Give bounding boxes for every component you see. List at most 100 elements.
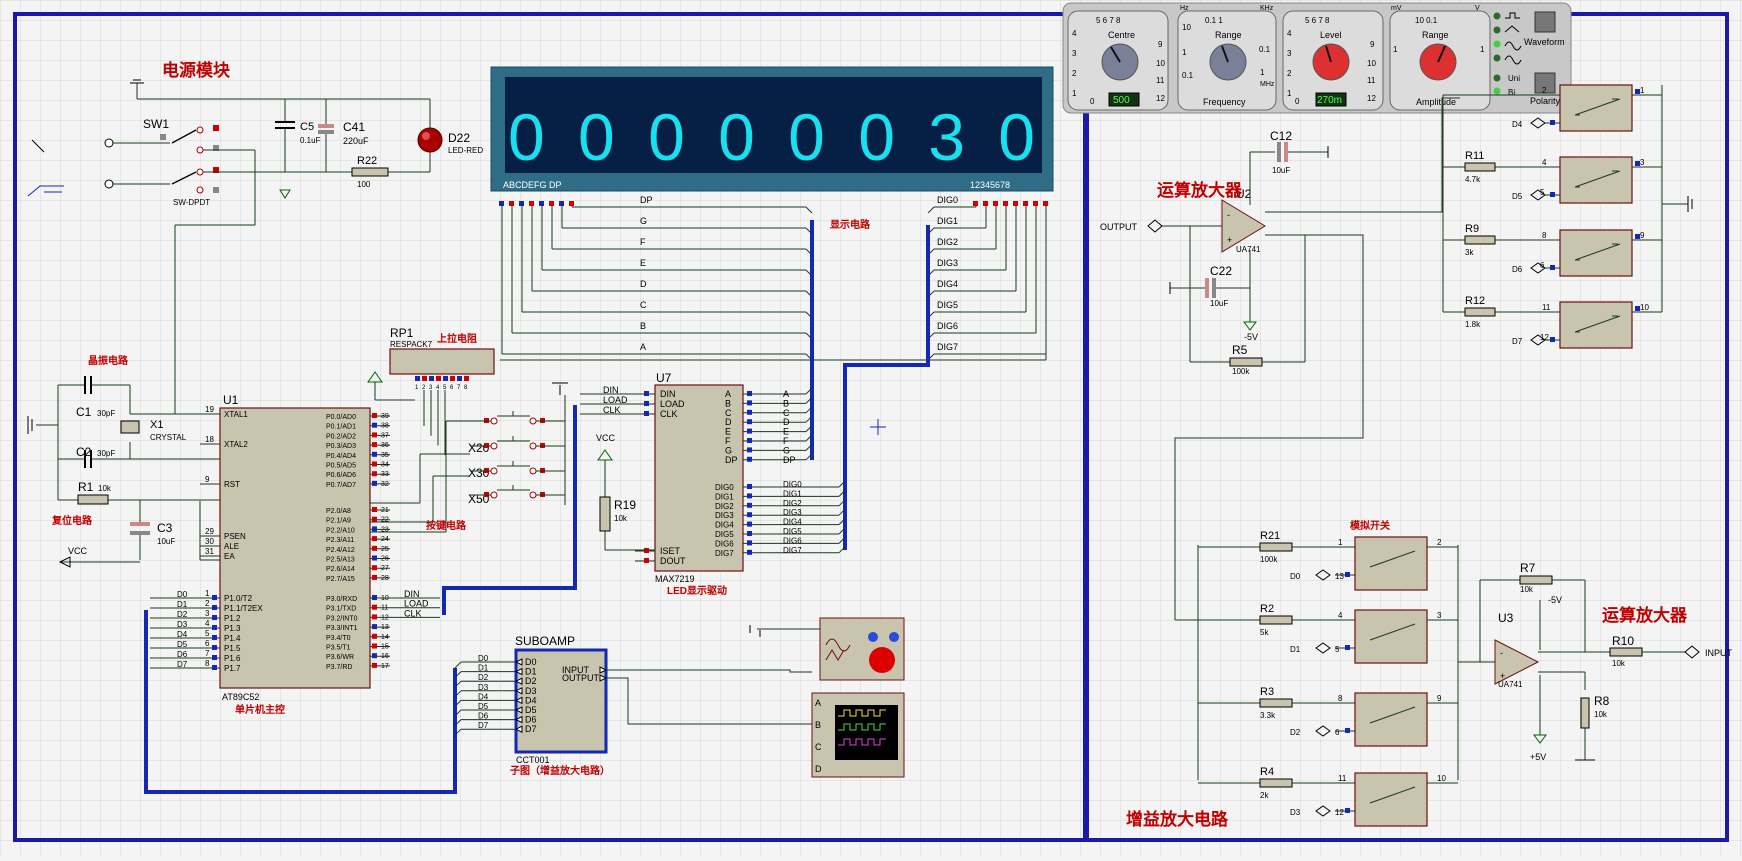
switch-pin-number: 8 <box>1338 694 1343 703</box>
switch-pin-number: 1 <box>1338 538 1343 547</box>
switch-ctrl-number: 6 <box>1540 261 1545 270</box>
key-switch[interactable] <box>470 485 565 499</box>
u7-type: MAX7219 <box>655 574 695 584</box>
u7-net-label: LOAD <box>603 395 628 405</box>
resistor-label: R11 <box>1465 150 1484 162</box>
u1-at89c52[interactable]: U1 AT89C52 XTAL119XTAL218RST9PSEN29ALE30… <box>150 393 440 716</box>
c22-label: C22 <box>1210 264 1232 278</box>
scope-channel-label: A <box>815 698 821 708</box>
polarity-button[interactable] <box>1534 72 1556 94</box>
u1-pin-number: 15 <box>381 644 389 651</box>
u7-pin-name: DIG0 <box>715 483 734 492</box>
uni-label: Uni <box>1508 74 1520 83</box>
key-switch[interactable] <box>470 461 565 475</box>
u1-pin-number: 3 <box>205 609 210 618</box>
svg-text:1: 1 <box>1182 48 1187 57</box>
p1-net-label: D6 <box>177 650 188 659</box>
resistor-label: R12 <box>1465 295 1485 307</box>
sub-pin-name: INPUT <box>562 665 590 675</box>
u1-pin-name: P1.5 <box>224 644 241 653</box>
svg-text:5 6 7 8: 5 6 7 8 <box>1096 16 1121 25</box>
switch-ctrl-net: D1 <box>1290 645 1301 654</box>
frequency-label: Frequency <box>1203 97 1246 107</box>
u1-pin-name: P3.5/T1 <box>326 645 351 652</box>
u1-pin-number: 10 <box>381 595 389 602</box>
resistor-value: 3k <box>1465 248 1474 257</box>
scope-channel-label: B <box>815 720 821 730</box>
u1-pin-name: P2.4/A12 <box>326 547 355 554</box>
rp1-pin-number: 2 <box>422 385 426 391</box>
analog-switch-title: 模拟开关 <box>1350 519 1390 532</box>
u1-pin-number: 27 <box>381 565 389 572</box>
u1-pin-name: P3.6/WR <box>326 654 354 661</box>
sw1-switch[interactable] <box>113 125 219 194</box>
u7-max7219[interactable]: U7 MAX7219 LED显示驱动 DINLOADCLKISETDOUTDIN… <box>580 371 846 597</box>
r8-label: R8 <box>1594 694 1610 708</box>
led-driver-title: LED显示驱动 <box>667 584 727 597</box>
svg-text:4: 4 <box>1072 29 1077 38</box>
u1-pin-name: P2.7/A15 <box>326 576 355 583</box>
c2-label: C2 <box>76 445 92 459</box>
u1-pin-number: 25 <box>381 546 389 553</box>
u7-pin-name: A <box>725 389 731 399</box>
r22-value: 100 <box>357 180 371 189</box>
u1-pin-number: 37 <box>381 432 389 439</box>
u1-pin-name: XTAL1 <box>224 410 248 419</box>
key-switch[interactable] <box>470 436 565 450</box>
c5-value: 0.1uF <box>300 136 321 145</box>
r19-label: R19 <box>614 498 636 512</box>
function-generator-panel[interactable]: Centre Range Level Range 500 270m Freque… <box>1062 2 1572 114</box>
u1-pin-number: 1 <box>205 589 210 598</box>
switch-ctrl-net: D0 <box>1290 572 1301 581</box>
u1-pin-number: 16 <box>381 653 389 660</box>
u1-pin-number: 2 <box>205 599 210 608</box>
output-terminal[interactable]: OUTPUT <box>1100 219 1190 233</box>
u1-pin-name: P0.7/AD7 <box>326 482 356 489</box>
u1-pin-name: P1.0/T2 <box>224 594 253 603</box>
switch-pin-number: 2 <box>1437 538 1442 547</box>
u1-pin-name: P0.5/AD5 <box>326 463 356 470</box>
u1-pin-name: P1.7 <box>224 664 241 673</box>
u1-pin-name: P1.4 <box>224 634 241 643</box>
svg-text:12: 12 <box>1156 94 1165 103</box>
switch-pin-number: 9 <box>1437 694 1442 703</box>
u1-pin-name: P1.6 <box>224 654 241 663</box>
u7-seg-net: B <box>783 398 789 408</box>
sub-net-label: D4 <box>478 692 489 701</box>
u7-seg-net: DP <box>783 455 796 465</box>
c1-label: C1 <box>76 405 92 419</box>
d22-label: D22 <box>448 131 470 145</box>
opamp-bot-title: 运算放大器 <box>1602 605 1688 625</box>
svg-text:9: 9 <box>1370 40 1375 49</box>
waveform-button[interactable] <box>1534 11 1556 33</box>
range2-label: Range <box>1422 30 1449 40</box>
suboamp-subcircuit[interactable]: SUBOAMP CCT001 子图（增益放大电路） D0D0D1D1D2D2D3… <box>454 634 610 777</box>
u1-pin-number: 21 <box>381 507 389 514</box>
cursor-marker <box>870 419 886 435</box>
u1-pin-number: 5 <box>205 629 210 638</box>
sw1-terminal-in[interactable] <box>104 138 114 148</box>
m5v2-label: -5V <box>1548 595 1562 605</box>
u1-pin-number: 39 <box>381 413 389 420</box>
u7-dig-net: DIG4 <box>783 518 802 527</box>
p1-net-label: D2 <box>177 610 188 619</box>
input-label: INPUT <box>1705 648 1733 658</box>
oscilloscope-instrument[interactable]: ABCD <box>811 692 905 778</box>
c1-value: 30pF <box>97 409 115 418</box>
u1-pin-number: 11 <box>381 605 388 612</box>
signal-generator-instrument[interactable] <box>749 617 905 681</box>
key-switch[interactable] <box>470 411 565 425</box>
u7-dig-net: DIG7 <box>783 546 802 555</box>
sw1-terminal-gnd[interactable] <box>104 179 114 189</box>
seven-seg-display[interactable]: 00000030 ABCDEFG DP 12345678 <box>490 66 1054 192</box>
u1-pin-number: 34 <box>381 462 389 469</box>
